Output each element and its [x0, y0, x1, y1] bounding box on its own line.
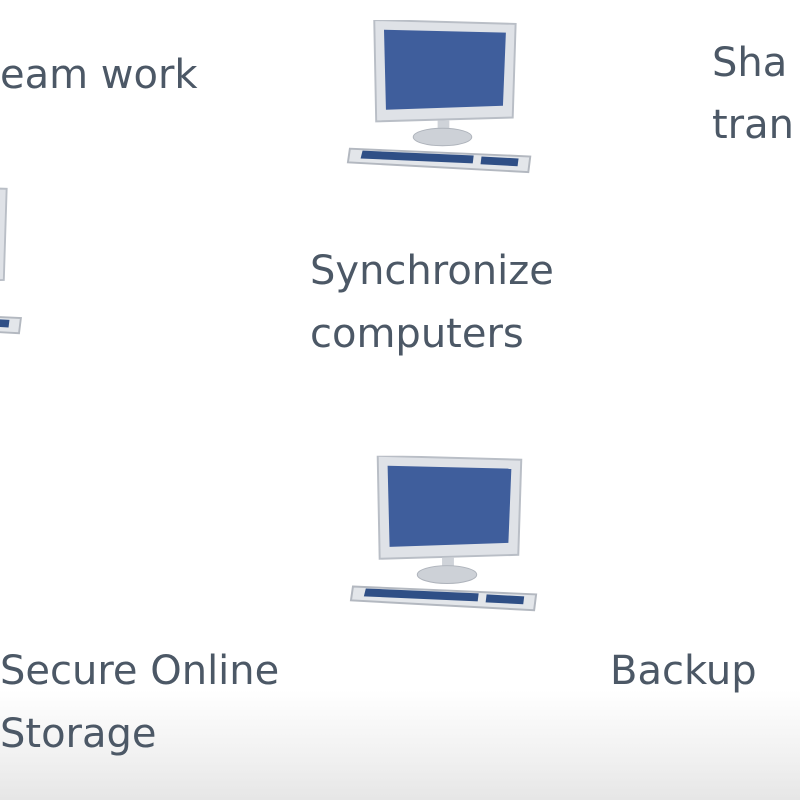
computer-icon-left-partial [0, 185, 22, 335]
label-secure-line2: Storage [0, 711, 157, 757]
computer-icon-bottom [348, 455, 546, 615]
label-team-work: eam work [0, 52, 198, 98]
label-share-line1: Sha [712, 40, 788, 86]
label-synchronize-line1: Synchronize [310, 248, 554, 294]
label-secure-line1: Secure Online [0, 648, 280, 694]
label-synchronize-line2: computers [310, 311, 524, 357]
computer-icon-top [345, 20, 540, 176]
label-share-line2: tran [712, 102, 794, 148]
label-backup: Backup [610, 648, 757, 694]
